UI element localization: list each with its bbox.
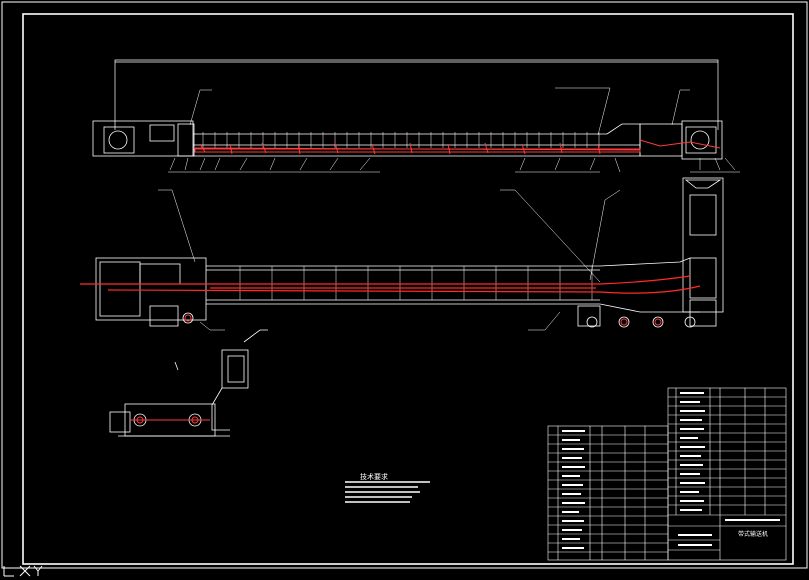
overall-dimension-line [114,59,719,130]
detail-view [109,329,268,437]
conveyor-frame-side [95,177,724,327]
side-view [80,177,724,331]
drive-units-side [149,305,696,328]
leader-lines-top [168,87,740,173]
wheels-red [184,314,662,326]
belt-detail-red [194,139,721,155]
parts-list-table [547,387,787,561]
ucs-axis-icon [3,565,43,577]
drawing-frame [1,1,808,569]
belt-centerline [80,275,701,294]
parts-list-text-marks [562,392,780,549]
idler-segments [202,132,600,148]
leader-lines-side [158,189,621,331]
technical-notes-lines [345,481,430,503]
top-view [92,59,740,173]
title-block-drawing-name: 带式输送机 [738,531,769,538]
idler-supports-side [239,266,593,300]
technical-notes-title: 技术要求 [360,473,388,481]
conveyor-frame-plan [92,120,723,160]
